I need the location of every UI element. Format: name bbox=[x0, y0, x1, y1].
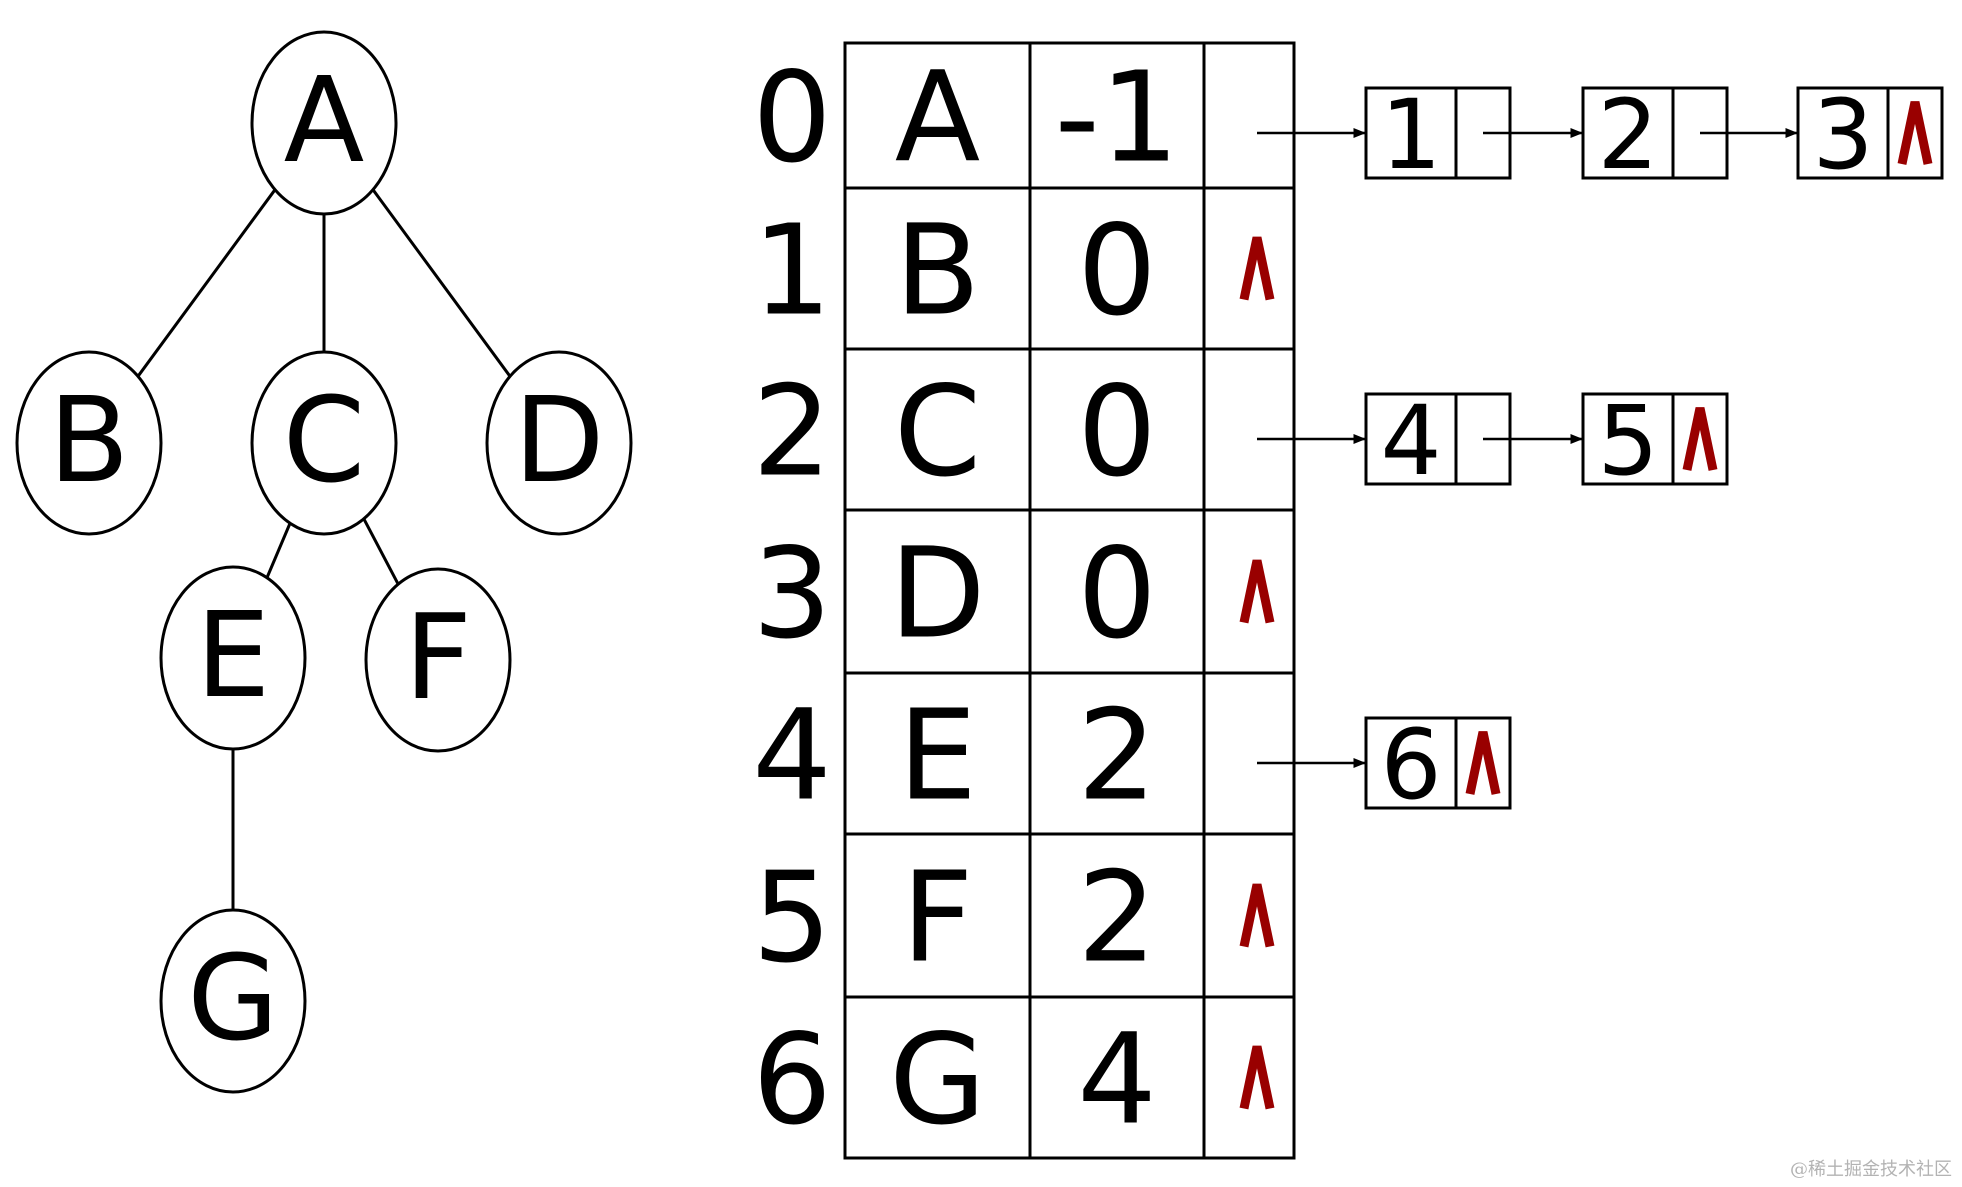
null-pointer-icon bbox=[1239, 1045, 1275, 1110]
data-cell bbox=[843, 832, 1032, 999]
tree-node-circle bbox=[364, 567, 512, 753]
parent-index: -1 bbox=[1055, 46, 1180, 191]
tree-node-label: G bbox=[187, 929, 278, 1067]
tree-node-F: F bbox=[364, 567, 512, 753]
tree-node-label: A bbox=[284, 51, 365, 189]
data-cell bbox=[843, 186, 1032, 351]
tree-node-circle bbox=[250, 350, 398, 536]
child-list-node: 3 bbox=[1796, 79, 1944, 191]
node-data: A bbox=[895, 46, 981, 191]
tree-node-A: A bbox=[250, 30, 398, 216]
node-data: G bbox=[889, 1008, 986, 1153]
watermark: @稀土掘金技术社区 bbox=[1790, 1159, 1952, 1180]
node-data: C bbox=[894, 360, 981, 505]
node-data: E bbox=[898, 684, 977, 829]
tree-node-G: G bbox=[159, 908, 307, 1094]
row-index: 0 bbox=[752, 46, 832, 191]
data-cell bbox=[843, 347, 1032, 512]
parent-index: 4 bbox=[1077, 1008, 1157, 1153]
row-index: 4 bbox=[752, 684, 832, 829]
tree-node-label: C bbox=[283, 371, 365, 509]
null-pointer-icon bbox=[1682, 407, 1718, 471]
child-index: 6 bbox=[1380, 709, 1441, 821]
tree-edge-A-D bbox=[371, 188, 512, 378]
parent-cell bbox=[1028, 347, 1206, 512]
tree-edges bbox=[136, 188, 512, 910]
tree-edge-C-E bbox=[265, 522, 292, 579]
node-data: B bbox=[895, 199, 981, 344]
firstchild-cell bbox=[1202, 347, 1296, 512]
child-list-node: 2 bbox=[1581, 79, 1729, 191]
null-pointer-icon bbox=[1239, 236, 1275, 301]
parent-cell bbox=[1028, 832, 1206, 999]
tree-node-label: B bbox=[49, 371, 130, 509]
row-index: 5 bbox=[752, 846, 832, 991]
node-data: D bbox=[889, 522, 985, 667]
null-pointer-icon bbox=[1239, 883, 1275, 948]
child-index: 2 bbox=[1597, 79, 1658, 191]
child-index: 5 bbox=[1597, 385, 1658, 497]
parent-index: 0 bbox=[1077, 199, 1157, 344]
parent-cell bbox=[1028, 995, 1206, 1160]
row-index: 1 bbox=[752, 199, 832, 344]
data-cell bbox=[843, 41, 1032, 190]
parent-index: 2 bbox=[1077, 846, 1157, 991]
tree-node-circle bbox=[15, 350, 163, 536]
tree-node-C: C bbox=[250, 350, 398, 536]
null-pointer-icon bbox=[1239, 559, 1275, 624]
null-pointer-icon bbox=[1465, 731, 1501, 795]
row-index: 2 bbox=[752, 360, 832, 505]
child-list-row-4: 6 bbox=[1257, 709, 1512, 821]
parent-index: 2 bbox=[1077, 684, 1157, 829]
firstchild-cell bbox=[1202, 41, 1296, 190]
parent-index: 0 bbox=[1077, 522, 1157, 667]
child-list-node: 4 bbox=[1364, 385, 1512, 497]
tree-node-label: E bbox=[196, 586, 271, 724]
parent-cell bbox=[1028, 186, 1206, 351]
child-list-node: 1 bbox=[1364, 79, 1512, 191]
firstchild-cell bbox=[1202, 671, 1296, 836]
child-list-row-0: 1 2 3 bbox=[1257, 79, 1944, 191]
tree-node-circle bbox=[250, 30, 398, 216]
parent-index: 0 bbox=[1077, 360, 1157, 505]
tree-edge-C-F bbox=[362, 518, 400, 585]
tree-node-circle bbox=[159, 908, 307, 1094]
data-cell bbox=[843, 508, 1032, 675]
tree-edge-A-B bbox=[136, 188, 277, 378]
child-index: 3 bbox=[1812, 79, 1873, 191]
row-index: 3 bbox=[752, 522, 832, 667]
parent-cell bbox=[1028, 508, 1206, 675]
child-list-node: 5 bbox=[1581, 385, 1729, 497]
parent-cell bbox=[1028, 41, 1206, 190]
node-data: F bbox=[902, 846, 974, 991]
child-list-node: 6 bbox=[1364, 709, 1512, 821]
tree-node-circle bbox=[159, 565, 307, 751]
child-index: 1 bbox=[1380, 79, 1441, 191]
tree-node-label: D bbox=[514, 371, 605, 509]
tree-node-E: E bbox=[159, 565, 307, 751]
null-pointer-icon bbox=[1897, 101, 1933, 165]
tree-node-B: B bbox=[15, 350, 163, 536]
tree-node-D: D bbox=[485, 350, 633, 536]
child-index: 4 bbox=[1380, 385, 1441, 497]
data-cell bbox=[843, 995, 1032, 1160]
row-index: 6 bbox=[752, 1008, 832, 1153]
tree-node-circle bbox=[485, 350, 633, 536]
tree-node-label: F bbox=[404, 588, 472, 726]
